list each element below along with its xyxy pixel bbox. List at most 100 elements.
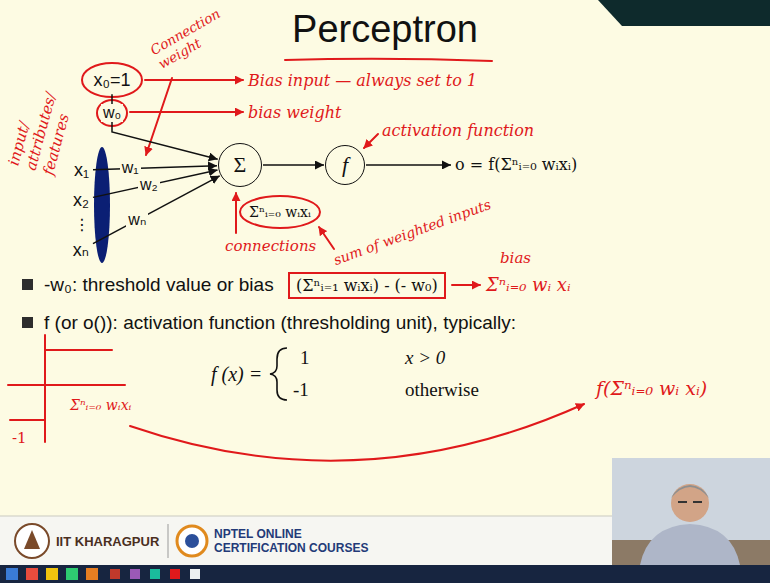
course-name-box: NPTEL ONLINE CERTIFICATION COURSES xyxy=(214,527,389,556)
annotation-circle xyxy=(97,100,127,126)
connection-line xyxy=(366,164,451,166)
handwritten-note: bias weight xyxy=(248,103,341,122)
node-text: xₙ xyxy=(73,240,89,261)
connection-line xyxy=(112,94,218,159)
node-text: Σ xyxy=(234,152,247,177)
bullet xyxy=(22,317,33,328)
case-condition: otherwise xyxy=(405,379,479,400)
node-text: f xyxy=(342,152,348,177)
leader-arrow xyxy=(235,193,237,233)
input-layer-ellipse xyxy=(94,147,110,263)
step-graph-level xyxy=(10,419,45,421)
taskbar-icon xyxy=(150,569,160,579)
iit-logo xyxy=(15,524,49,558)
sum-expression-box: Σⁿᵢ₌₀ wᵢxᵢ xyxy=(249,203,311,221)
leader-arrow xyxy=(364,134,378,148)
bias-input: x₀=1 xyxy=(91,67,134,94)
connection-line xyxy=(93,166,217,170)
weight-label: w₂ xyxy=(138,176,160,194)
weight-text: w₂ xyxy=(140,176,158,193)
presenter-hair xyxy=(671,485,709,498)
taskbar-icon xyxy=(46,568,58,580)
handwritten-note-box: bias weight xyxy=(248,103,341,122)
presenter-head xyxy=(671,484,709,522)
taskbar-icon xyxy=(6,568,18,580)
taskbar-icon xyxy=(190,569,200,579)
handwritten-note-box: connections xyxy=(225,237,316,255)
handwritten-note: -1 xyxy=(12,429,27,447)
institute-name-box: IIT KHARAGPUR xyxy=(56,532,159,550)
handwritten-note: activation function xyxy=(382,121,534,140)
case-condition-box: otherwise xyxy=(405,379,479,402)
annotation-circle xyxy=(82,63,142,97)
input-x1: x₁ xyxy=(71,157,92,184)
footer-separator xyxy=(168,524,169,558)
header-band xyxy=(598,0,770,26)
bullet-text: -w₀: threshold value or bias xyxy=(44,274,274,295)
leader-arrow xyxy=(319,227,334,249)
connection-line xyxy=(263,164,324,166)
output-expression: o = f(Σⁿᵢ₌₀ wᵢxᵢ) xyxy=(452,153,580,177)
course-name: NPTEL ONLINE CERTIFICATION COURSES xyxy=(214,527,389,556)
institute-name: IIT KHARAGPUR xyxy=(56,534,159,549)
case-condition-box: x > 0 xyxy=(405,347,445,370)
connection-line xyxy=(93,176,220,244)
taskbar-icon xyxy=(110,569,120,579)
weight-label: w₁ xyxy=(120,159,141,177)
presenter-video xyxy=(612,458,770,565)
handwritten-note: connections xyxy=(225,237,316,255)
weight-text: wₙ xyxy=(128,211,146,228)
bias-expression-box: (Σⁿᵢ₌₁ wᵢxᵢ) - (- w₀) xyxy=(288,272,446,299)
input-x2: x₂ xyxy=(70,187,92,214)
presenter-shirt xyxy=(640,524,740,565)
node-text: x₁ xyxy=(74,160,89,181)
handwritten-note-box: Σⁿᵢ₌₀ wᵢxᵢ xyxy=(70,396,131,414)
bias-expression: (Σⁿᵢ₌₁ wᵢxᵢ) - (- w₀) xyxy=(296,276,438,295)
handwritten-note: f(Σⁿᵢ₌₀ wᵢ xᵢ) xyxy=(596,377,707,399)
step-graph-axis xyxy=(8,384,125,386)
handwritten-note: Σⁿᵢ₌₀ wᵢxᵢ xyxy=(70,397,131,413)
annotation-circle xyxy=(240,196,320,228)
step-graph-axis xyxy=(44,335,46,442)
activation-unit: f xyxy=(325,145,365,185)
taskbar-icon xyxy=(130,569,140,579)
handwritten-note: Σⁿᵢ₌₀ wᵢ xᵢ xyxy=(486,274,571,295)
taskbar-icon xyxy=(66,568,78,580)
case-condition: x > 0 xyxy=(405,347,445,368)
connection-line xyxy=(93,170,218,197)
bullet-text-box: -w₀: threshold value or bias xyxy=(44,274,274,297)
nptel-logo xyxy=(185,534,199,548)
taskbar-icon xyxy=(86,568,98,580)
handwritten-note-box: -1 xyxy=(12,429,27,447)
case-value-box: 1 xyxy=(300,347,310,370)
leader-arrow xyxy=(145,79,243,81)
iit-logo xyxy=(24,530,40,549)
ellipsis: ⋮ xyxy=(74,216,90,233)
leader-arrow xyxy=(130,111,243,113)
presenter-glasses xyxy=(678,501,702,503)
node-text: x₂ xyxy=(73,190,89,211)
handwritten-note-box: bias xyxy=(500,249,531,267)
handwritten-note-box: Σⁿᵢ₌₀ wᵢ xᵢ xyxy=(486,274,571,296)
bullet-text-box: f (or o()): activation function (thresho… xyxy=(44,312,516,335)
case-value: -1 xyxy=(293,379,309,400)
step-graph-level xyxy=(45,349,112,351)
title-underline xyxy=(285,59,492,61)
handwritten-note-box: f(Σⁿᵢ₌₀ wᵢ xᵢ) xyxy=(596,377,707,400)
node-text: x₀=1 xyxy=(94,70,131,91)
slide-title-box: Perceptron xyxy=(0,8,770,51)
video-background xyxy=(612,458,770,565)
handwritten-note: bias xyxy=(500,249,531,267)
taskbar-icon xyxy=(26,568,38,580)
sum-expression: Σⁿᵢ₌₀ wᵢxᵢ xyxy=(249,204,311,220)
leader-arrow xyxy=(452,284,480,286)
bullet-text: f (or o()): activation function (thresho… xyxy=(44,312,516,333)
function-name: f (x) = xyxy=(211,363,262,385)
nptel-logo xyxy=(177,526,207,556)
taskbar-icon xyxy=(170,569,180,579)
bullet xyxy=(22,279,33,290)
summing-junction: Σ xyxy=(218,143,262,187)
case-value-box: -1 xyxy=(293,379,309,402)
slide-title: Perceptron xyxy=(292,8,478,50)
